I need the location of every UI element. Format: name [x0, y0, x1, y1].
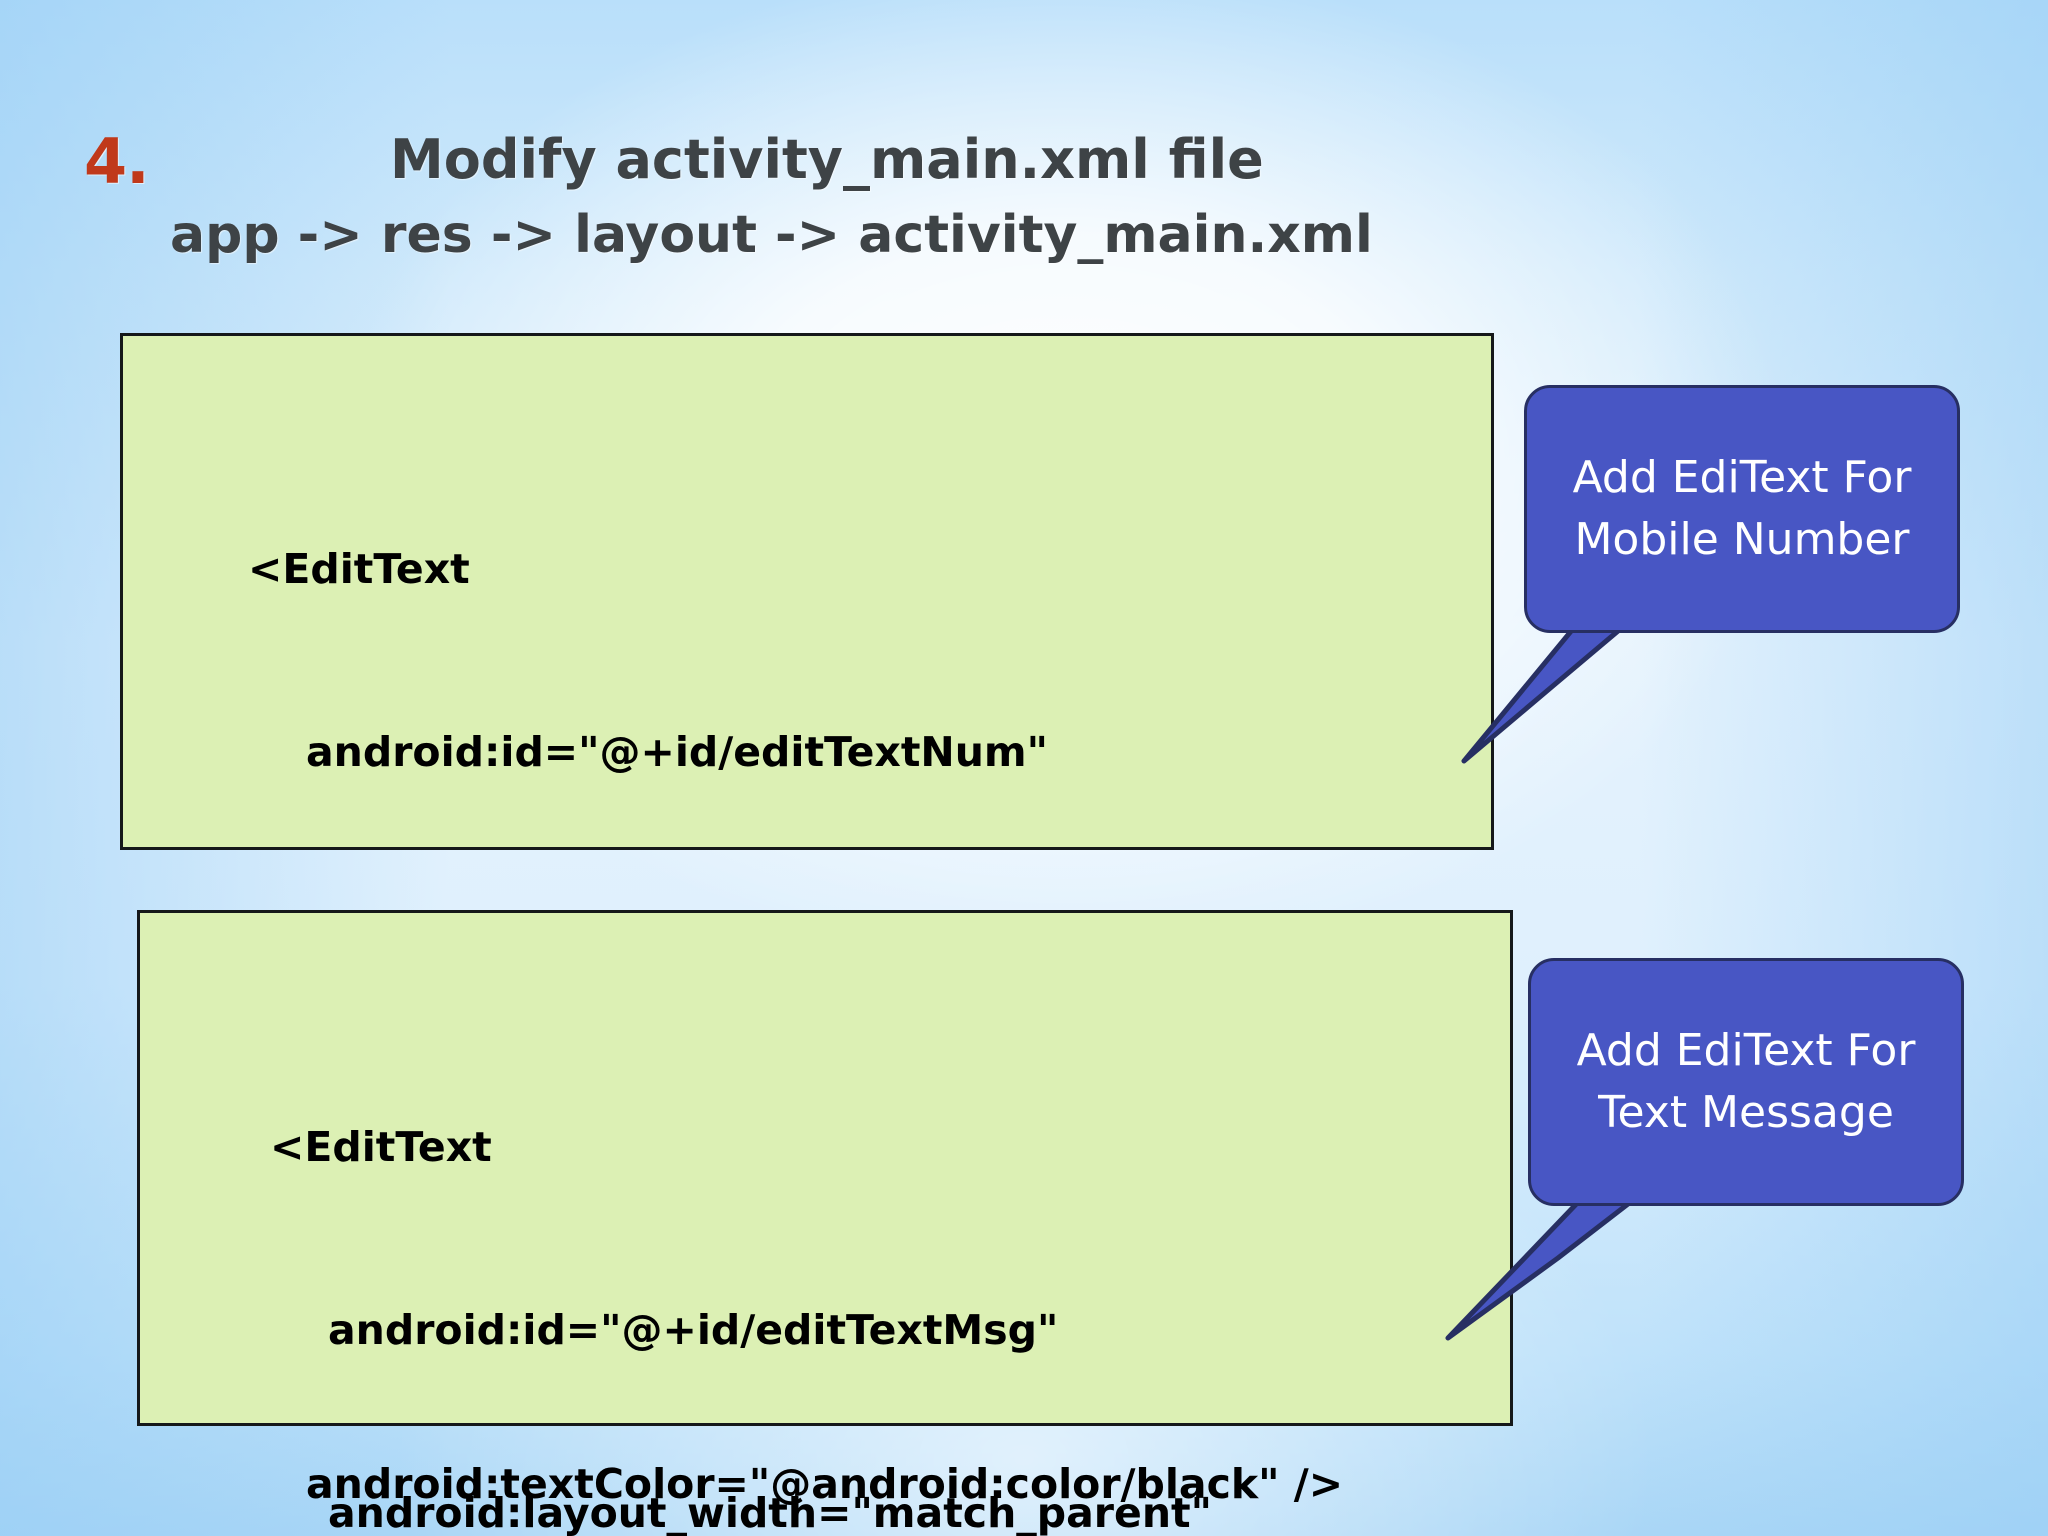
code-line: android:textColor="@android:color/black"…	[306, 1460, 1344, 1508]
code-line: android:id="@+id/editTextMsg"	[328, 1306, 1059, 1354]
step-number: 4.	[84, 125, 150, 198]
page-title: Modify activity_main.xml file	[390, 128, 1264, 191]
callout-bubble: Add EdiText For Mobile Number	[1524, 385, 1960, 633]
code-line: <EditText	[248, 545, 470, 593]
code-block-mobile-number: <EditText android:id="@+id/editTextNum" …	[120, 333, 1494, 1508]
code-lines: <EditText android:id="@+id/editTextMsg" …	[270, 995, 1365, 1536]
callout-label: Add EdiText For Mobile Number	[1572, 452, 1912, 565]
callout-text-message: Add EdiText For Text Message	[1445, 958, 1988, 1341]
callout-mobile-number: Add EdiText For Mobile Number	[1461, 385, 1984, 764]
code-line: <EditText	[270, 1123, 492, 1171]
code-line: android:id="@+id/editTextNum"	[306, 728, 1049, 776]
code-line: android:layout_width="match_parent"	[328, 1489, 1212, 1536]
callout-label: Add EdiText For Text Message	[1576, 1025, 1916, 1138]
code-block-text-message: <EditText android:id="@+id/editTextMsg" …	[137, 910, 1513, 1536]
callout-bubble: Add EdiText For Text Message	[1528, 958, 1964, 1206]
file-path-breadcrumb: app -> res -> layout -> activity_main.xm…	[170, 205, 1373, 265]
